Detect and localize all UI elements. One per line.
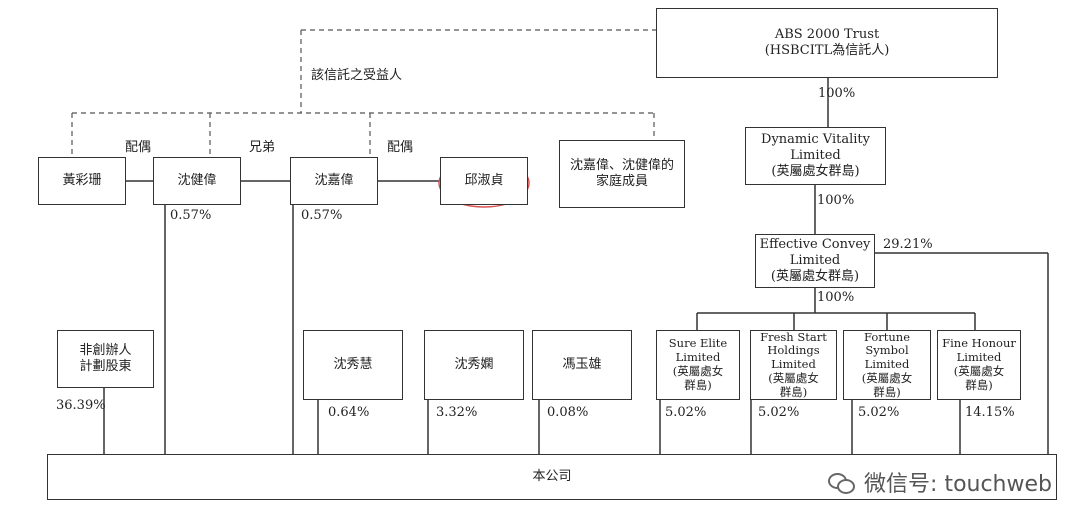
family-line1: 沈嘉偉、沈健偉的 — [569, 157, 674, 173]
pct-fine: 14.15% — [965, 405, 1015, 420]
non-founder-line2: 計劃股東 — [79, 359, 132, 374]
sure-elite-line4: 群島) — [684, 377, 712, 392]
pct-trust-dv: 100% — [818, 86, 856, 101]
abs-trust-box: ABS 2000 Trust (HSBCITL為信託人) — [656, 8, 998, 78]
family-members-box: 沈嘉偉、沈健偉的 家庭成員 — [559, 140, 685, 208]
pct-ec-subs: 100% — [817, 290, 855, 305]
huang-box: 黃彩珊 — [38, 157, 126, 205]
pct-ec-company: 29.21% — [883, 237, 933, 252]
abs-trust-name: ABS 2000 Trust — [774, 26, 880, 42]
dynamic-vitality-line2: Limited — [790, 147, 841, 163]
brothers-label: 兄弟 — [249, 140, 276, 155]
pct-dv-ec: 100% — [817, 193, 855, 208]
fortune-symbol-line1: Fortune Symbol — [863, 329, 910, 358]
fine-honour-line1: Fine Honour — [942, 336, 1016, 351]
wechat-icon — [828, 471, 856, 494]
family-line2: 家庭成員 — [595, 174, 648, 189]
dynamic-vitality-box: Dynamic Vitality Limited (英屬處女群島) — [745, 127, 886, 185]
shen-jiawei-box: 沈嘉偉 — [290, 157, 378, 205]
feng-box: 馮玉雄 — [532, 330, 632, 400]
pct-feng: 0.08% — [547, 405, 589, 420]
effective-convey-line3: (英屬處女群島) — [770, 269, 860, 285]
spouse-label-1: 配偶 — [125, 140, 152, 155]
sure-elite-line3: (英屬處女 — [672, 364, 724, 378]
effective-convey-line1: Effective Convey — [759, 236, 871, 252]
effective-convey-line2: Limited — [789, 252, 841, 268]
shen-jianwei-name: 沈健偉 — [177, 172, 217, 188]
fine-honour-box: Fine Honour Limited (英屬處女 群島) — [937, 330, 1021, 400]
spouse-label-2: 配偶 — [387, 140, 414, 155]
fresh-start-box: Fresh Start Holdings Limited (英屬處女 群島) — [750, 330, 837, 400]
shen-jianwei-box: 沈健偉 — [153, 157, 241, 205]
fresh-start-line4: 群島) — [779, 384, 808, 399]
watermark-text: 微信号: touchweb — [864, 472, 1052, 497]
company-box: 本公司 — [47, 454, 1057, 500]
qiu-name: 邱淑貞 — [464, 172, 504, 188]
pct-fresh: 5.02% — [758, 405, 800, 420]
sure-elite-line2: Limited — [675, 350, 721, 365]
fortune-symbol-line2: Limited — [864, 357, 910, 372]
effective-convey-box: Effective Convey Limited (英屬處女群島) — [755, 234, 875, 288]
shen-xiulan-name: 沈秀嫻 — [454, 356, 494, 372]
sure-elite-line1: Sure Elite — [668, 336, 728, 351]
beneficiary-label: 該信託之受益人 — [311, 68, 403, 83]
qiu-box: 邱淑貞 — [440, 157, 528, 205]
fresh-start-line3: (英屬處女 — [768, 370, 819, 385]
watermark: 微信号: touchweb — [828, 466, 1052, 498]
abs-trust-trustee: (HSBCITL為信託人) — [764, 43, 890, 58]
pct-xiulan: 3.32% — [436, 405, 478, 420]
fortune-symbol-box: Fortune Symbol Limited (英屬處女 群島) — [843, 330, 931, 400]
pct-jianwei: 0.57% — [170, 208, 212, 223]
shen-jiawei-name: 沈嘉偉 — [314, 172, 354, 188]
pct-xiuhui: 0.64% — [328, 405, 370, 420]
fine-honour-line2: Limited — [956, 350, 1002, 365]
fine-honour-line4: 群島) — [965, 377, 993, 392]
company-name: 本公司 — [532, 468, 572, 484]
fortune-symbol-line4: 群島) — [873, 384, 901, 399]
shen-xiuhui-box: 沈秀慧 — [303, 330, 403, 400]
non-founder-line1: 非創辦人 — [79, 342, 132, 358]
shen-xiulan-box: 沈秀嫻 — [424, 330, 524, 400]
fresh-start-line2: Holdings Limited — [767, 343, 820, 372]
shen-xiuhui-name: 沈秀慧 — [333, 356, 373, 372]
dynamic-vitality-line1: Dynamic Vitality — [761, 131, 870, 147]
pct-jiawei: 0.57% — [301, 208, 343, 223]
pct-sure: 5.02% — [665, 405, 707, 420]
pct-fortune: 5.02% — [858, 405, 900, 420]
fortune-symbol-line3: (英屬處女 — [861, 370, 913, 385]
non-founder-box: 非創辦人 計劃股東 — [57, 330, 154, 388]
huang-name: 黃彩珊 — [62, 172, 102, 188]
pct-non-founder: 36.39% — [56, 398, 106, 413]
dynamic-vitality-line3: (英屬處女群島) — [771, 164, 860, 180]
fresh-start-line1: Fresh Start — [760, 329, 827, 344]
sure-elite-box: Sure Elite Limited (英屬處女 群島) — [656, 330, 740, 400]
fine-honour-line3: (英屬處女 — [953, 364, 1005, 378]
feng-name: 馮玉雄 — [562, 356, 602, 372]
